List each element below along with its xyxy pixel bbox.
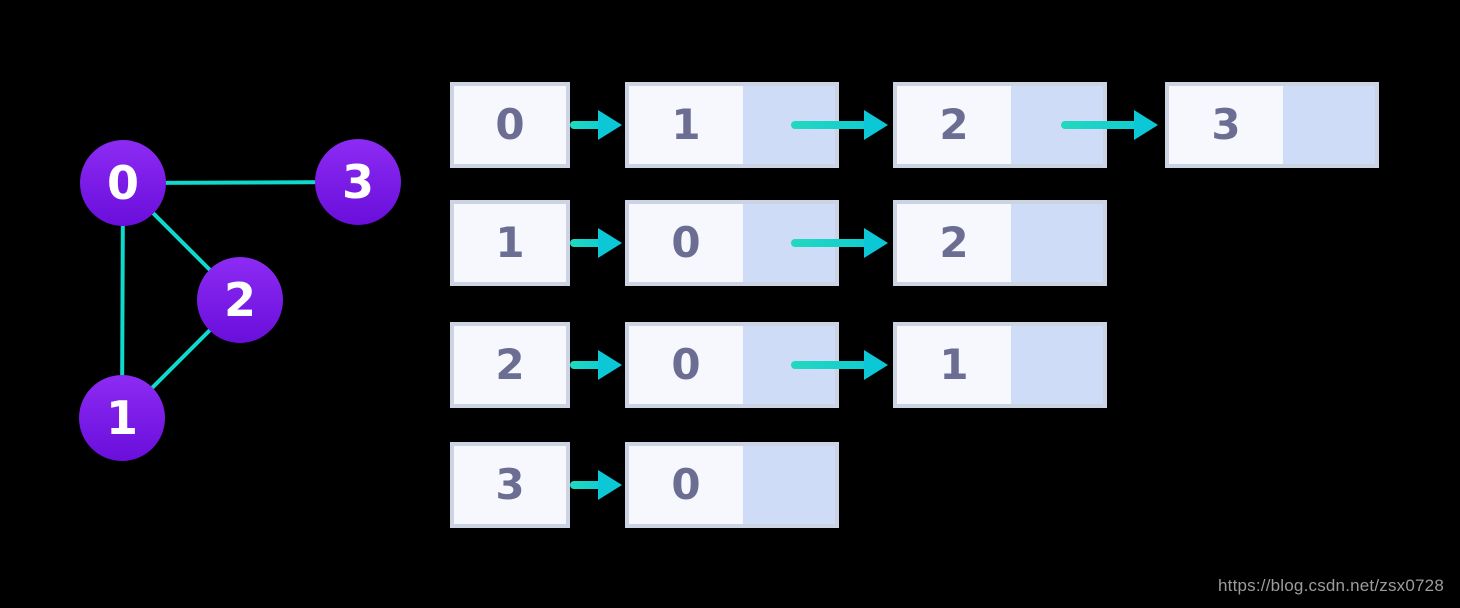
adj-row0-node0-value: 1 — [671, 100, 701, 149]
arrow-right-icon — [570, 110, 622, 140]
adj-row0-node2-box: 3 — [1165, 82, 1379, 168]
graph-svg: 0 3 2 1 — [79, 139, 401, 461]
arrow-right-icon — [791, 350, 888, 380]
value-cell: 3 — [1169, 86, 1283, 164]
arrow-right-icon — [791, 110, 888, 140]
adj-row1-head-box: 1 — [450, 200, 570, 286]
value-cell: 0 — [629, 204, 743, 282]
adj-row0-node2-value: 3 — [1211, 100, 1241, 149]
adj-row3-head-value: 3 — [495, 460, 525, 509]
value-cell: 2 — [897, 86, 1011, 164]
next-pointer-cell — [743, 446, 835, 524]
adj-row0-head-value: 0 — [495, 100, 525, 149]
adj-row3-node0-box: 0 — [625, 442, 839, 528]
next-pointer-cell — [1283, 86, 1375, 164]
graph-node-1-label: 1 — [106, 391, 138, 445]
graph-node-1 — [79, 375, 165, 461]
value-cell: 2 — [897, 204, 1011, 282]
graph-node-2-label: 2 — [224, 273, 256, 327]
arrow-right-icon — [570, 228, 622, 258]
adj-row0-node0-box: 1 — [625, 82, 839, 168]
arrow-right-icon — [570, 350, 622, 380]
arrow-right-icon — [1061, 110, 1158, 140]
watermark-url: https://blog.csdn.net/zsx0728 — [1218, 576, 1444, 595]
graph-node-3-label: 3 — [342, 155, 374, 209]
adj-row1-node0-value: 0 — [671, 218, 701, 267]
adj-row1-head-value: 1 — [495, 218, 525, 267]
adj-row2-node1-box: 1 — [893, 322, 1107, 408]
adj-row2-node0-value: 0 — [671, 340, 701, 389]
graph-node-2 — [197, 257, 283, 343]
next-pointer-cell — [1011, 204, 1103, 282]
adj-row0-node1-value: 2 — [939, 100, 969, 149]
value-cell: 1 — [629, 86, 743, 164]
adj-row2-head-value: 2 — [495, 340, 525, 389]
adj-row2-head-box: 2 — [450, 322, 570, 408]
value-cell: 0 — [629, 446, 743, 524]
graph-node-3 — [315, 139, 401, 225]
value-cell: 0 — [629, 326, 743, 404]
graph-node-0-label: 0 — [107, 156, 139, 210]
graph-node-0 — [80, 140, 166, 226]
next-pointer-cell — [1011, 326, 1103, 404]
arrow-right-icon — [570, 470, 622, 500]
adj-row3-head-box: 3 — [450, 442, 570, 528]
adj-row2-node0-box: 0 — [625, 322, 839, 408]
adj-row1-node1-value: 2 — [939, 218, 969, 267]
adj-row0-head-box: 0 — [450, 82, 570, 168]
value-cell: 1 — [897, 326, 1011, 404]
adj-row1-node1-box: 2 — [893, 200, 1107, 286]
adj-row3-node0-value: 0 — [671, 460, 701, 509]
arrow-right-icon — [791, 228, 888, 258]
adj-row2-node1-value: 1 — [939, 340, 969, 389]
